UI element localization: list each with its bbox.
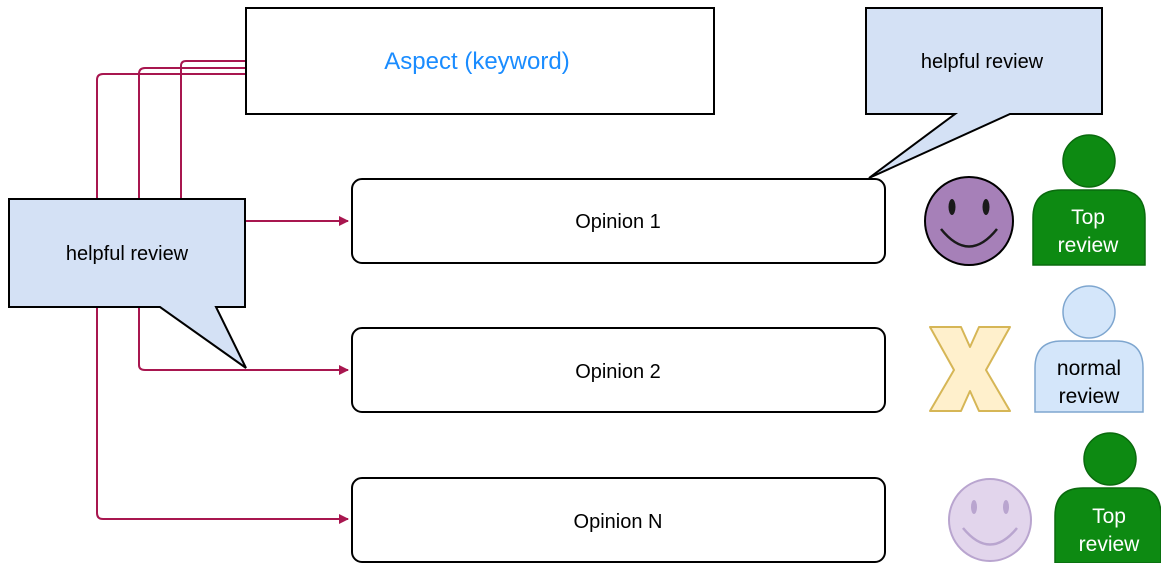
aspect-box: Aspect (keyword) xyxy=(245,7,715,115)
top-reviewer-1-line-1: Top xyxy=(1071,206,1105,229)
opinion-box-n: Opinion N xyxy=(351,477,886,563)
opinion-box-1: Opinion 1 xyxy=(351,178,886,264)
normal-reviewer-line-1: normal xyxy=(1057,357,1121,380)
callout-top-label: helpful review xyxy=(921,51,1044,73)
smiley-icon xyxy=(924,176,1014,266)
top-reviewer-icon-1: Top review xyxy=(1032,134,1146,266)
opinion-box-2: Opinion 2 xyxy=(351,327,886,413)
x-mark-icon xyxy=(929,326,1011,412)
normal-reviewer-icon: normal review xyxy=(1034,285,1144,413)
top-reviewer-n-line-2: review xyxy=(1079,533,1141,556)
callout-helpful-review-top: helpful review xyxy=(865,7,1103,179)
opinion-2-label: Opinion 2 xyxy=(575,361,661,383)
callout-helpful-review-left: helpful review xyxy=(8,198,247,369)
aspect-label: Aspect (keyword) xyxy=(384,48,569,75)
top-reviewer-n-line-1: Top xyxy=(1092,505,1126,528)
top-reviewer-1-line-2: review xyxy=(1058,234,1120,257)
opinion-1-label: Opinion 1 xyxy=(575,211,661,233)
smiley-light-icon xyxy=(948,478,1032,562)
opinion-n-label: Opinion N xyxy=(574,511,663,533)
normal-reviewer-line-2: review xyxy=(1059,385,1121,408)
callout-left-label: helpful review xyxy=(66,243,189,265)
top-reviewer-icon-n: Top review xyxy=(1054,432,1161,563)
